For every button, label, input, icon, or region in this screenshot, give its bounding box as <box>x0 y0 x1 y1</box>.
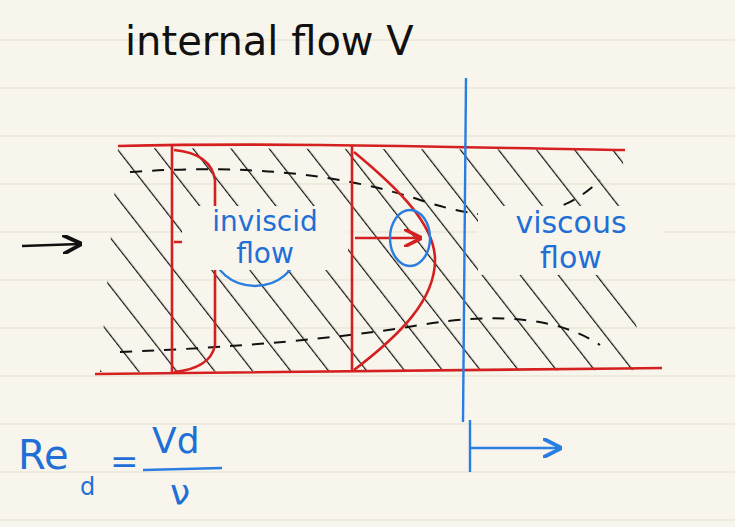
symbol: Vd <box>152 420 199 461</box>
inflow-arrow <box>22 244 80 246</box>
velocity-profile <box>352 146 435 372</box>
notebook-lines <box>0 40 735 520</box>
region-arrow <box>470 447 560 449</box>
highlight-circle <box>390 210 430 266</box>
symbol: ν <box>170 472 190 513</box>
region-label: viscous flow <box>478 206 664 275</box>
title: internal flow V <box>125 18 414 64</box>
symbol: = <box>110 442 139 481</box>
divider-tick <box>469 420 471 472</box>
subscript: d <box>80 474 95 502</box>
fraction-bar <box>143 468 222 470</box>
region-label: inviscid flow <box>182 206 348 270</box>
symbol: Re <box>18 432 69 478</box>
divider-line <box>463 78 466 422</box>
